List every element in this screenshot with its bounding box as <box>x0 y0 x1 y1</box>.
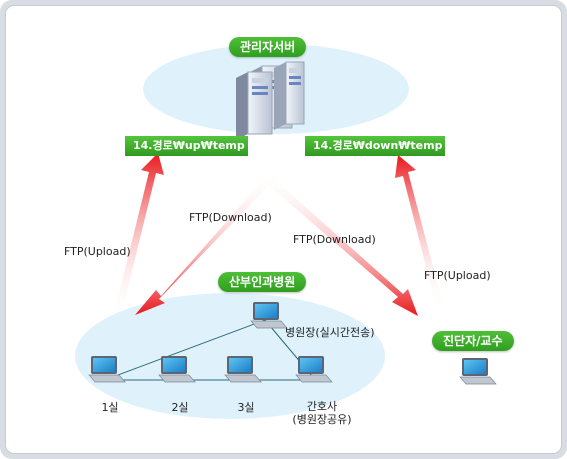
hospital-label: 산부인과병원 <box>218 272 307 292</box>
path-down-label: 14.경로₩down₩temp <box>305 136 445 156</box>
arrow-download-right <box>258 170 418 316</box>
download-right-label: FTP(Download) <box>293 233 376 246</box>
nurse-sub-label: (병원장공유) <box>292 413 352 426</box>
laptop-icon <box>158 356 196 383</box>
arrow-download-left <box>135 170 278 315</box>
doctor-group-label: 진단자/교수 <box>432 331 514 351</box>
upload-right-label: FTP(Upload) <box>424 269 491 282</box>
director-label: 병원장(실시간전송) <box>285 326 375 339</box>
diagram-inner-border <box>5 5 562 454</box>
laptop-icon <box>224 356 262 383</box>
link-room1-director <box>109 319 266 379</box>
laptop-icon <box>88 356 126 383</box>
server-icon <box>236 61 305 140</box>
laptop-icon <box>250 302 288 329</box>
path-up-label: 14.경로₩up₩temp <box>125 136 248 156</box>
nurse-label: 간호사 <box>306 400 338 413</box>
laptop-icon <box>459 358 497 385</box>
upload-left-label: FTP(Upload) <box>64 245 131 258</box>
download-left-label: FTP(Download) <box>189 211 272 224</box>
room2-label: 2실 <box>171 401 189 414</box>
arrow-upload-left <box>113 153 164 320</box>
room1-label: 1실 <box>101 401 119 414</box>
arrow-upload-right <box>395 155 444 310</box>
room3-label: 3실 <box>237 401 255 414</box>
server-title: 관리자서버 <box>229 37 307 57</box>
laptop-icon <box>295 356 333 383</box>
